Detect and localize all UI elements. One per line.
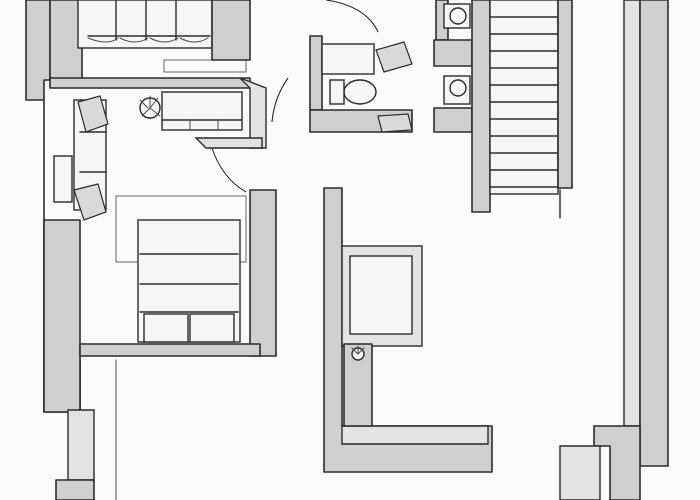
door-swing <box>211 77 289 193</box>
right-exterior-wall <box>559 0 669 500</box>
top-bed <box>49 0 251 81</box>
bedroom-partition <box>49 77 267 149</box>
potted-plant-icon <box>351 345 365 361</box>
bedroom-right-wall <box>79 189 277 357</box>
wardrobe <box>161 91 263 149</box>
bed-icon <box>115 195 247 343</box>
sink-icon <box>433 0 473 133</box>
toilet-icon <box>329 79 377 105</box>
bathroom <box>309 0 413 133</box>
stair-icon <box>471 0 573 219</box>
sofa <box>53 95 109 221</box>
l-shaped-counter <box>323 187 493 473</box>
potted-plant-icon <box>139 95 161 119</box>
left-exterior-wall <box>25 0 117 500</box>
